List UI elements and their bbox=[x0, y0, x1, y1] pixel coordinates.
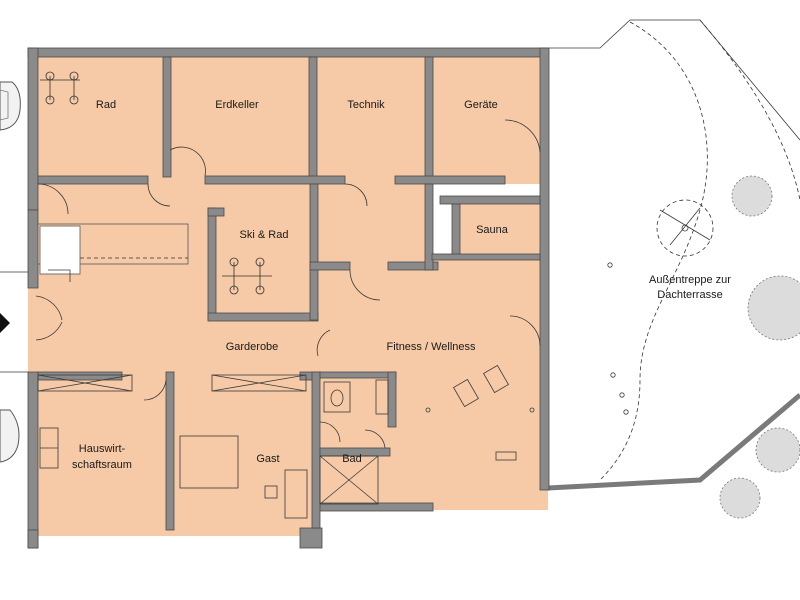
cabinets bbox=[37, 374, 307, 392]
terrace-outline bbox=[547, 19, 800, 491]
car-icon bbox=[0, 81, 21, 463]
entrance-arrow-icon bbox=[0, 313, 10, 333]
room-label-erdkeller: Erdkeller bbox=[215, 99, 259, 111]
gast-furniture bbox=[179, 435, 308, 519]
outdoor-stairs-label-line1: Außentreppe zur bbox=[649, 274, 731, 286]
room-label-garderobe: Garderobe bbox=[226, 341, 279, 353]
door-swings bbox=[35, 119, 541, 449]
room-label-technik: Technik bbox=[347, 99, 385, 111]
room-label-rad: Rad bbox=[96, 99, 116, 111]
bicycle-icon bbox=[40, 71, 272, 295]
room-label-sauna: Sauna bbox=[476, 224, 509, 236]
room-label-ski-rad: Ski & Rad bbox=[240, 229, 289, 241]
tree-icon bbox=[719, 175, 800, 519]
fitness-equipment-icon bbox=[425, 364, 535, 461]
building-floor bbox=[28, 50, 548, 536]
room-label-gast: Gast bbox=[256, 453, 279, 465]
staircase bbox=[37, 223, 189, 282]
bathroom-fixtures bbox=[319, 379, 389, 505]
room-label-hauswirtschaft-line2: schaftsraum bbox=[72, 459, 132, 471]
room-label-geraete: Geräte bbox=[464, 99, 498, 111]
outdoor-stairs-label-line2: Dachterrasse bbox=[657, 289, 722, 301]
room-label-hauswirtschaft-line1: Hauswirt- bbox=[79, 443, 126, 455]
room-label-bad: Bad bbox=[342, 453, 362, 465]
room-label-fitness: Fitness / Wellness bbox=[386, 341, 476, 353]
walls bbox=[27, 47, 550, 549]
laundry-appliances bbox=[39, 427, 59, 469]
